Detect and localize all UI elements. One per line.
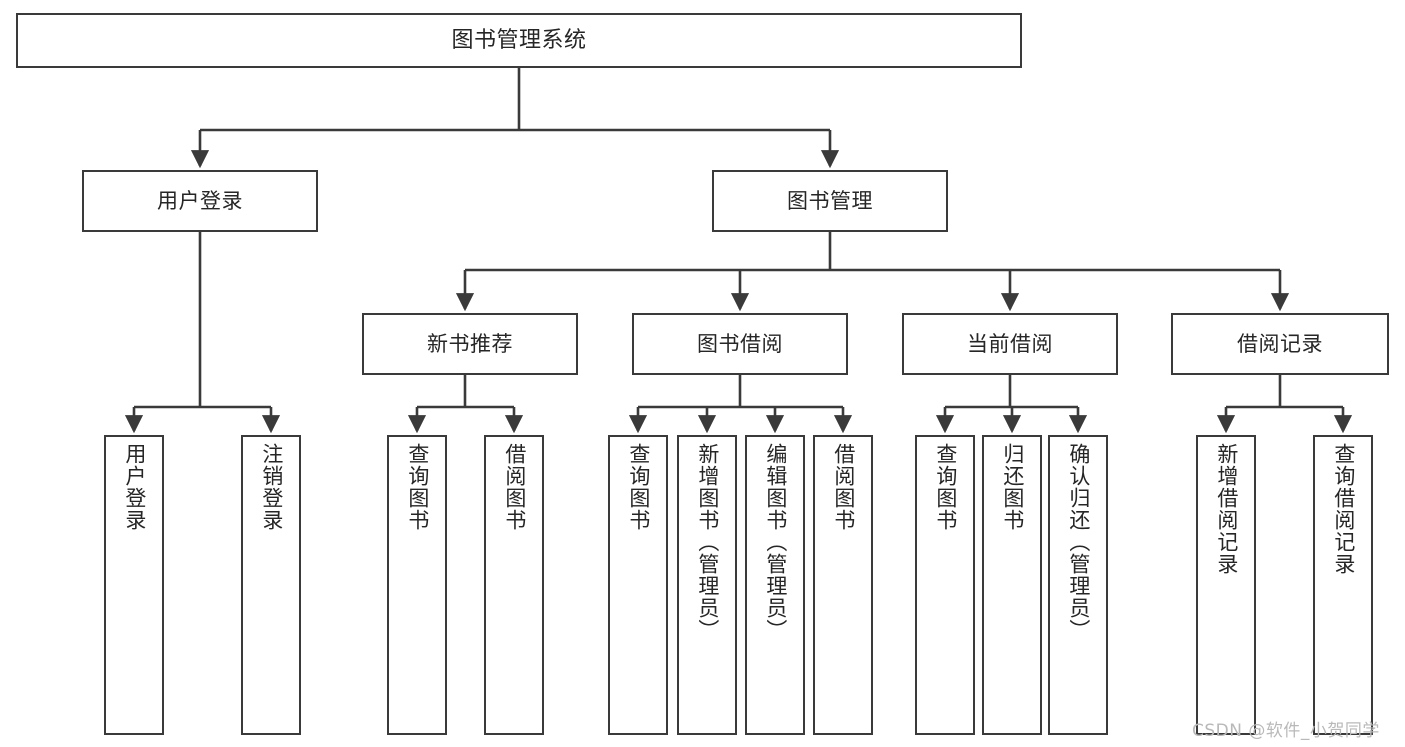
- node-leaf-query-book-3-label: 查询图书: [933, 443, 958, 531]
- node-root-label: 图书管理系统: [451, 27, 587, 53]
- node-leaf-borrow-book-1-label: 借阅图书: [502, 443, 527, 531]
- node-borrow-record[interactable]: 借阅记录: [1171, 313, 1389, 375]
- node-leaf-confirm-return-label: 确认归还（管理员）: [1066, 443, 1091, 641]
- csdn-watermark: CSDN @软件_小贺同学: [1192, 721, 1380, 741]
- node-leaf-user-login-label: 用户登录: [122, 443, 147, 531]
- node-leaf-user-login[interactable]: 用户登录: [104, 435, 164, 735]
- node-root[interactable]: 图书管理系统: [16, 13, 1022, 68]
- node-leaf-edit-book[interactable]: 编辑图书（管理员）: [745, 435, 805, 735]
- node-leaf-query-book-3[interactable]: 查询图书: [915, 435, 975, 735]
- node-user-login-label: 用户登录: [157, 188, 243, 213]
- node-current-borrow[interactable]: 当前借阅: [902, 313, 1118, 375]
- node-current-borrow-label: 当前借阅: [967, 331, 1053, 356]
- node-leaf-return-book-label: 归还图书: [1000, 443, 1025, 531]
- node-leaf-query-book-1-label: 查询图书: [405, 443, 430, 531]
- node-leaf-query-book-1[interactable]: 查询图书: [387, 435, 447, 735]
- node-user-login[interactable]: 用户登录: [82, 170, 318, 232]
- node-leaf-borrow-book-2[interactable]: 借阅图书: [813, 435, 873, 735]
- node-leaf-query-book-2-label: 查询图书: [626, 443, 651, 531]
- node-borrow-record-label: 借阅记录: [1237, 331, 1323, 356]
- node-leaf-edit-book-label: 编辑图书（管理员）: [763, 443, 788, 641]
- node-leaf-confirm-return[interactable]: 确认归还（管理员）: [1048, 435, 1108, 735]
- node-leaf-add-record[interactable]: 新增借阅记录: [1196, 435, 1256, 735]
- node-leaf-borrow-book-1[interactable]: 借阅图书: [484, 435, 544, 735]
- node-leaf-add-record-label: 新增借阅记录: [1214, 443, 1239, 575]
- node-leaf-borrow-book-2-label: 借阅图书: [831, 443, 856, 531]
- node-leaf-query-book-2[interactable]: 查询图书: [608, 435, 668, 735]
- node-leaf-add-book[interactable]: 新增图书（管理员）: [677, 435, 737, 735]
- node-new-book-recommend-label: 新书推荐: [427, 331, 513, 356]
- node-book-management[interactable]: 图书管理: [712, 170, 948, 232]
- node-new-book-recommend[interactable]: 新书推荐: [362, 313, 578, 375]
- node-leaf-add-book-label: 新增图书（管理员）: [695, 443, 720, 641]
- node-leaf-return-book[interactable]: 归还图书: [982, 435, 1042, 735]
- node-leaf-user-logout-label: 注销登录: [259, 443, 284, 531]
- node-leaf-query-record-label: 查询借阅记录: [1331, 443, 1356, 575]
- node-book-borrow[interactable]: 图书借阅: [632, 313, 848, 375]
- node-book-management-label: 图书管理: [787, 188, 873, 213]
- node-leaf-query-record[interactable]: 查询借阅记录: [1313, 435, 1373, 735]
- node-book-borrow-label: 图书借阅: [697, 331, 783, 356]
- node-leaf-user-logout[interactable]: 注销登录: [241, 435, 301, 735]
